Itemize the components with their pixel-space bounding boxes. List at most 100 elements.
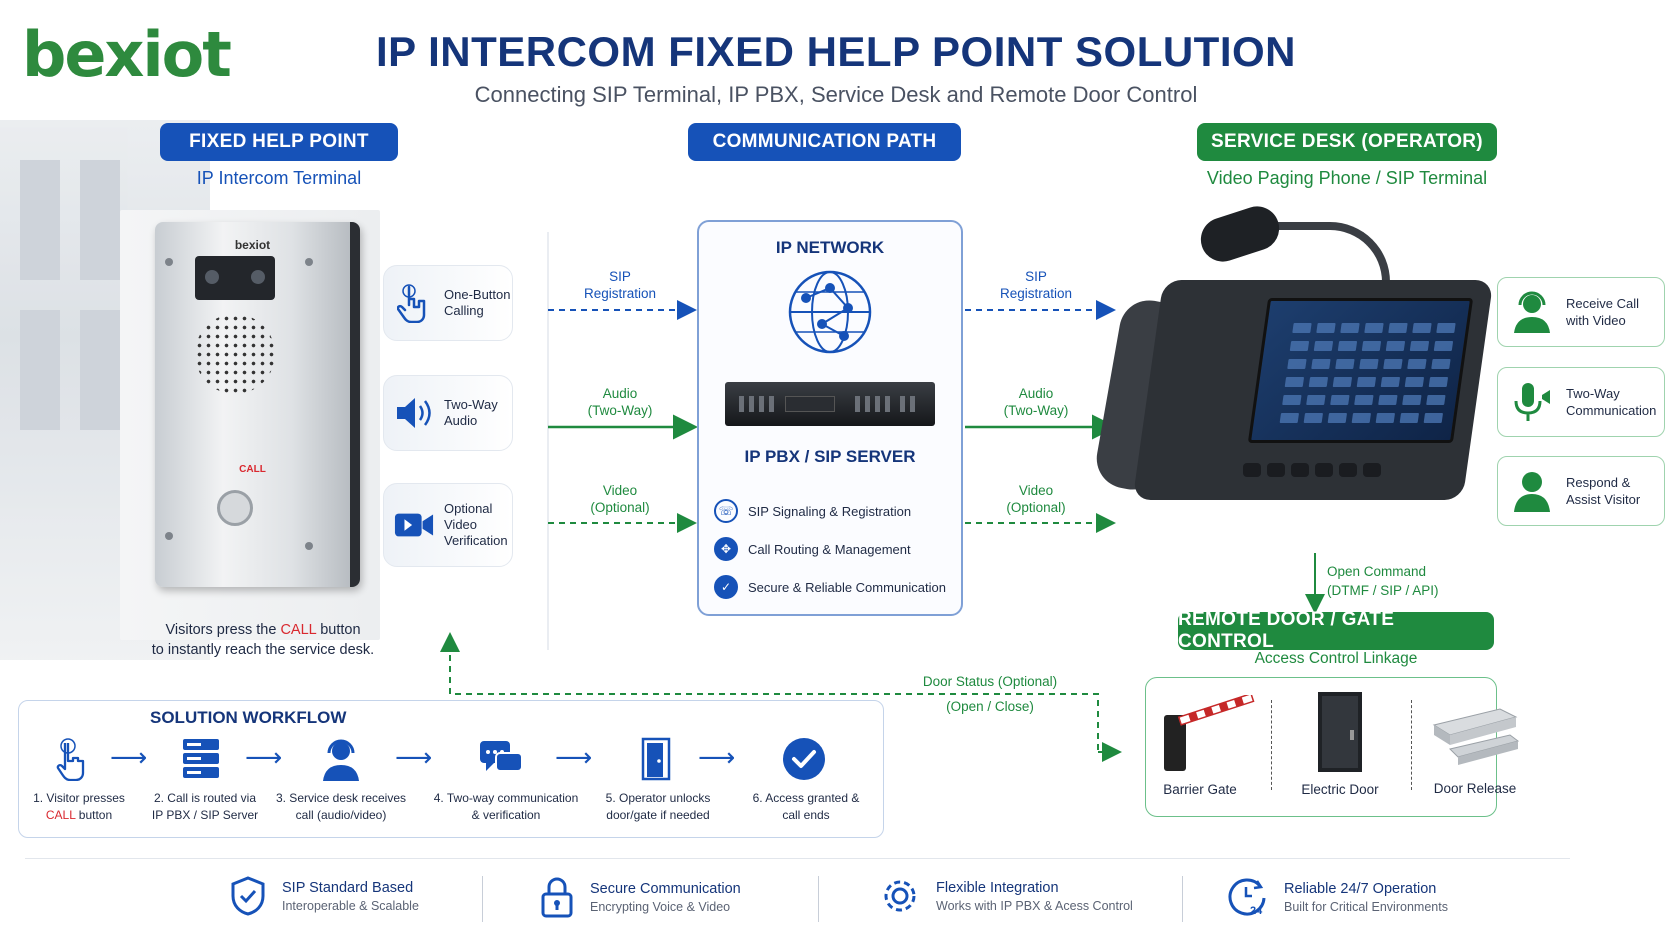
screen-tile [1332, 377, 1353, 387]
door-divider [1271, 700, 1272, 790]
hand-pointer-icon [49, 735, 97, 783]
pbx-feature-signaling: ☏SIP Signaling & Registration [714, 498, 911, 524]
screen-tile [1327, 413, 1348, 423]
door-release-icon [1432, 708, 1520, 765]
screen-tile [1351, 413, 1372, 423]
screen-tile [1388, 323, 1408, 333]
shield-check-icon [231, 876, 265, 916]
footer-divider [25, 858, 1570, 859]
speaker-grille [195, 314, 275, 394]
screen-tile [1282, 395, 1302, 405]
screen-tile [1356, 377, 1377, 387]
screen-tile [1289, 341, 1310, 351]
help-point-subtitle: IP Intercom Terminal [196, 168, 362, 188]
page-title: IP INTERCOM FIXED HELP POINT SOLUTION [375, 28, 1297, 75]
left-video-label: Video(Optional) [590, 483, 650, 515]
screen-tile [1361, 341, 1382, 351]
screen-tile [1313, 341, 1334, 351]
screen-tile [1335, 359, 1355, 369]
screen-tile [1409, 341, 1430, 351]
screen-tile [1375, 413, 1396, 423]
workflow-arrow-icon: ⟶ [395, 742, 433, 772]
phone-keys [1243, 463, 1393, 485]
screen-tile [1399, 413, 1420, 423]
fixed-help-point-pill: FIXED HELP POINT [160, 123, 398, 161]
operator-headset-icon [1514, 291, 1550, 333]
door-subtitle: Access Control Linkage [1254, 650, 1418, 667]
pbx-feature-routing: ✥Call Routing & Management [714, 536, 911, 562]
speaker-icon [394, 393, 434, 433]
routing-icon: ✥ [714, 537, 738, 561]
operator-headset-icon [317, 735, 365, 783]
clock-24-icon: 24 [1228, 878, 1266, 917]
workflow-box [18, 700, 884, 838]
ip-network-title: IP NETWORK [775, 238, 885, 257]
screen-tile [1380, 377, 1401, 387]
microphone-icon [1514, 383, 1550, 421]
phone-screen [1247, 298, 1474, 443]
page-subtitle: Connecting SIP Terminal, IP PBX, Service… [474, 82, 1198, 107]
screen-tile [1354, 395, 1374, 405]
door-status-label: Door Status (Optional)(Open / Close) [922, 674, 1058, 714]
workflow-arrow-icon: ⟶ [698, 742, 736, 772]
screen-tile [1428, 377, 1449, 387]
camera-icon [195, 256, 275, 300]
electric-door-icon [1318, 692, 1362, 772]
screen-tile [1364, 323, 1384, 333]
service-respond: Respond &Assist Visitor [1497, 456, 1665, 526]
hand-pointer-icon [394, 283, 434, 323]
shield-check-icon: ✓ [714, 575, 738, 599]
screen-tile [1385, 341, 1406, 351]
screen-tile [1436, 323, 1456, 333]
door-release-label: Door Release [1433, 781, 1517, 796]
screen-tile [1423, 413, 1444, 423]
server-icon [177, 735, 225, 783]
device-caption: Visitors press the CALL button to instan… [151, 622, 375, 658]
left-audio-label: Audio(Two-Way) [587, 386, 653, 418]
workflow-step-4: 4. Two-way communication& verification [433, 791, 579, 822]
screen-tile [1337, 341, 1358, 351]
screen-tile [1308, 377, 1329, 387]
service-desk-subtitle: Video Paging Phone / SIP Terminal [1206, 168, 1488, 188]
footer-separator [818, 876, 819, 922]
screen-tile [1284, 377, 1305, 387]
screen-tile [1426, 395, 1446, 405]
screen-tile [1407, 359, 1427, 369]
screen-tile [1402, 395, 1422, 405]
screen-tile [1279, 413, 1300, 423]
open-command-label: Open Command(DTMF / SIP / API) [1327, 564, 1439, 598]
footer-separator [482, 876, 483, 922]
remote-door-pill: REMOTE DOOR / GATE CONTROL [1178, 609, 1494, 652]
workflow-arrow-icon: ⟶ [555, 742, 593, 772]
bexiot-logo: bexiot [22, 18, 232, 91]
screen-tile [1303, 413, 1324, 423]
service-desk-pill: SERVICE DESK (OPERATOR) [1197, 123, 1497, 161]
screen-tile [1340, 323, 1360, 333]
gear-icon [884, 880, 916, 912]
intercom-terminal-device: bexiot CALL [155, 222, 360, 587]
device-call-label: CALL [239, 464, 266, 475]
barrier-gate-label: Barrier Gate [1163, 782, 1237, 797]
screen-tile [1383, 359, 1403, 369]
check-circle-icon [780, 735, 828, 783]
screen-tile [1311, 359, 1331, 369]
phone-signal-icon: ☏ [714, 499, 738, 523]
padlock-icon [541, 877, 573, 918]
workflow-step-6: 6. Access granted &call ends [752, 791, 860, 822]
video-camera-icon [394, 505, 434, 545]
screen-tile [1330, 395, 1350, 405]
screen-tile [1433, 341, 1454, 351]
